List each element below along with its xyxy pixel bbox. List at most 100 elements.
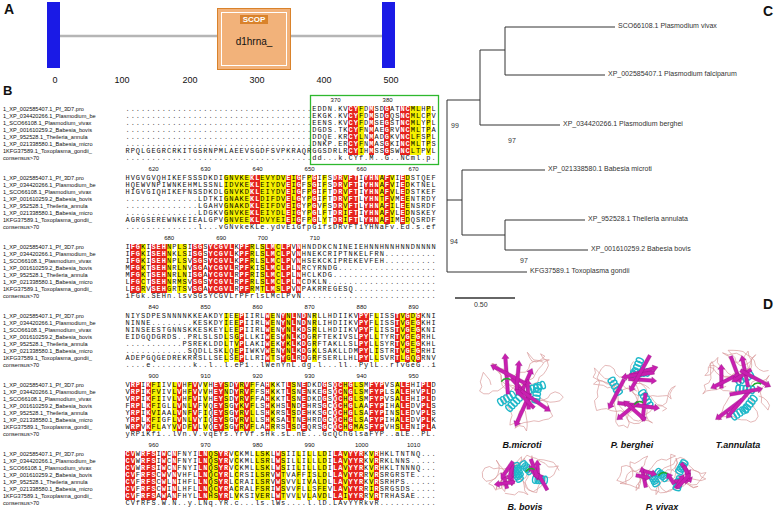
residue: F bbox=[130, 293, 135, 300]
residue: . bbox=[151, 224, 156, 231]
coil bbox=[593, 368, 667, 428]
residue: T bbox=[322, 334, 327, 341]
residue: E bbox=[151, 327, 156, 334]
residue: . bbox=[353, 279, 358, 286]
residue: . bbox=[177, 155, 182, 162]
residue: K bbox=[255, 334, 260, 341]
residue: . bbox=[296, 134, 301, 141]
residue: E bbox=[327, 286, 332, 293]
residue: . bbox=[343, 155, 348, 162]
residue: K bbox=[348, 320, 353, 327]
residue: I bbox=[353, 244, 358, 251]
residue: . bbox=[270, 127, 275, 134]
residue: S bbox=[141, 313, 146, 320]
residue: . bbox=[161, 141, 166, 148]
residue: E bbox=[151, 217, 156, 224]
residue: . bbox=[265, 224, 270, 231]
residue: . bbox=[244, 127, 249, 134]
residue: . bbox=[141, 134, 146, 141]
residue: D bbox=[146, 313, 151, 320]
residue: P bbox=[239, 327, 244, 334]
residue: R bbox=[301, 265, 306, 272]
residue: . bbox=[250, 134, 255, 141]
residue: P bbox=[338, 258, 343, 265]
residue: . bbox=[229, 106, 234, 113]
residue: R bbox=[333, 148, 338, 155]
residue: S bbox=[327, 127, 332, 134]
residue: l bbox=[255, 293, 260, 300]
residue: R bbox=[156, 217, 161, 224]
residue: . bbox=[208, 127, 213, 134]
residue: M bbox=[218, 148, 223, 155]
residue: . bbox=[286, 134, 291, 141]
residue: . bbox=[244, 141, 249, 148]
residue: . bbox=[431, 251, 436, 258]
residue: C bbox=[213, 293, 218, 300]
residue: V bbox=[141, 175, 146, 182]
residue: . bbox=[141, 224, 146, 231]
residue: N bbox=[172, 182, 177, 189]
sequence-name: 1KFG37589.1_Toxoplasma_gondii_ bbox=[3, 286, 92, 293]
residue: . bbox=[167, 106, 172, 113]
residue: E bbox=[405, 203, 410, 210]
residue: A bbox=[296, 148, 301, 155]
residue: N bbox=[327, 106, 332, 113]
residue: K bbox=[327, 113, 332, 120]
helix bbox=[533, 383, 540, 392]
residue: S bbox=[161, 313, 166, 320]
residue: H bbox=[327, 313, 332, 320]
residue: . bbox=[255, 120, 260, 127]
residue: . bbox=[198, 113, 203, 120]
residue: . bbox=[172, 113, 177, 120]
residue: C bbox=[141, 279, 146, 286]
residue: L bbox=[431, 148, 436, 155]
residue: H bbox=[301, 258, 306, 265]
residue: G bbox=[167, 327, 172, 334]
residue: H bbox=[125, 182, 130, 189]
residue: I bbox=[338, 334, 343, 341]
residue: K bbox=[317, 258, 322, 265]
residue: . bbox=[416, 251, 421, 258]
residue: L bbox=[244, 334, 249, 341]
sequence-row: iFGk.SEHn.lsvSGsYCGVLrPFrlsLMcLPvN......… bbox=[125, 293, 436, 300]
residue: N bbox=[296, 251, 301, 258]
residue: F bbox=[358, 141, 363, 148]
residue: K bbox=[421, 313, 426, 320]
residue: G bbox=[416, 334, 421, 341]
residue: . bbox=[307, 293, 312, 300]
residue: . bbox=[421, 293, 426, 300]
residue: . bbox=[390, 258, 395, 265]
sequence-row: ....................................EENS… bbox=[125, 120, 436, 127]
residue: L bbox=[198, 334, 203, 341]
sequence-row: ....................................DDQE… bbox=[125, 134, 436, 141]
residue: N bbox=[167, 279, 172, 286]
residue: N bbox=[421, 244, 426, 251]
residue: . bbox=[141, 113, 146, 120]
residue: . bbox=[338, 293, 343, 300]
residue: . bbox=[405, 279, 410, 286]
residue: . bbox=[135, 341, 140, 348]
residue: . bbox=[224, 141, 229, 148]
helix bbox=[515, 475, 524, 483]
residue: N bbox=[177, 313, 182, 320]
helix bbox=[529, 384, 536, 393]
residue: . bbox=[291, 155, 296, 162]
residue: M bbox=[369, 141, 374, 148]
residue: N bbox=[167, 244, 172, 251]
highlight-box bbox=[311, 96, 439, 165]
residue: S bbox=[198, 175, 203, 182]
residue: Y bbox=[364, 313, 369, 320]
residue: I bbox=[379, 327, 384, 334]
residue: S bbox=[374, 106, 379, 113]
residue: . bbox=[151, 196, 156, 203]
residue: . bbox=[390, 155, 395, 162]
residue: L bbox=[224, 334, 229, 341]
sequence-name: 1_SCO66108.1_Plasmodium_vivax bbox=[3, 327, 91, 334]
residue: . bbox=[156, 203, 161, 210]
residue: L bbox=[244, 341, 249, 348]
residue: L bbox=[374, 320, 379, 327]
residue: D bbox=[312, 127, 317, 134]
residue: D bbox=[203, 189, 208, 196]
residue: I bbox=[333, 258, 338, 265]
residue: . bbox=[369, 293, 374, 300]
